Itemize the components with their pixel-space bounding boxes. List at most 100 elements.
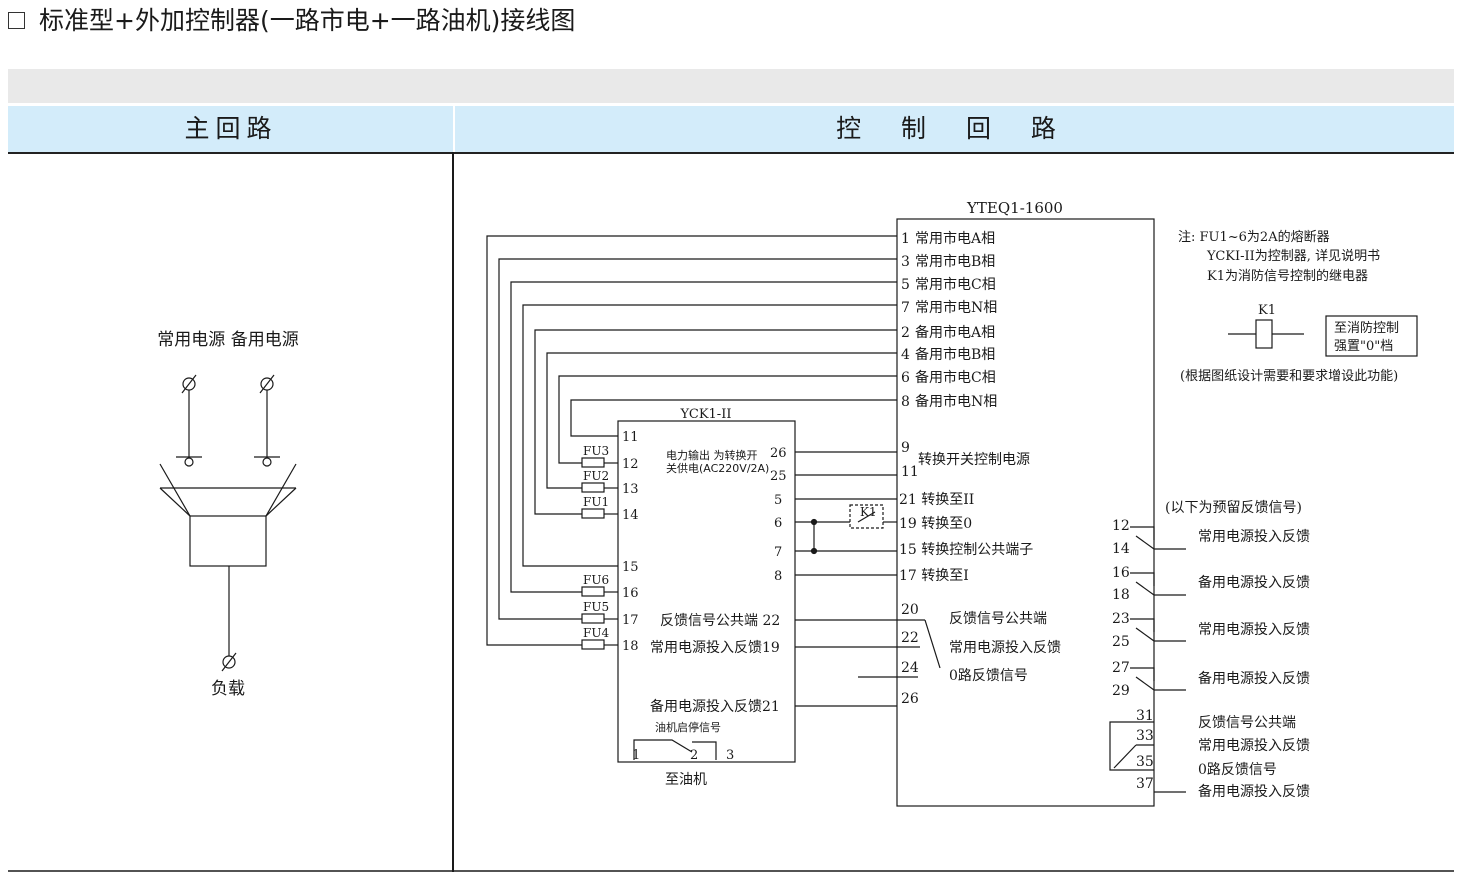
fb-bottom-num: 35 (1136, 754, 1154, 770)
yteq-fb-normal: 常用电源投入反馈 (949, 640, 1061, 656)
fb-num: 14 (1112, 541, 1130, 557)
k1-relay (849, 504, 884, 529)
fb-num: 27 (1112, 660, 1130, 676)
control-circuit-header: 控 制 回 路 (836, 114, 1072, 143)
fb-num: 12 (1112, 518, 1130, 534)
yteq-term-num: 2 (901, 325, 910, 341)
fuse-label: FU5 (583, 600, 609, 614)
yteq-ctrl-power: 转换开关控制电源 (918, 451, 1030, 468)
yck-term-r: 6 (774, 516, 782, 531)
yteq-term-label: 备用市电N相 (915, 393, 997, 410)
yteq-box (896, 218, 1155, 807)
yck-term: 16 (622, 586, 639, 601)
header-divider (453, 106, 455, 152)
main-source-label: 常用电源 备用电源 (157, 330, 298, 350)
yteq-fb-zero: 0路反馈信号 (949, 668, 1028, 684)
fuse-label: FU4 (583, 626, 609, 640)
k1-coil (1228, 315, 1418, 357)
yteq-to-ii: 21 转换至II (899, 491, 974, 508)
fb-num: 23 (1112, 611, 1130, 627)
yteq-to-i: 17 转换至I (899, 567, 969, 584)
yck-oil-term: 2 (690, 748, 698, 763)
note-fire-1: 至消防控制 (1334, 320, 1399, 336)
checkbox-icon (8, 11, 25, 29)
fb-bottom-label: 常用电源投入反馈 (1198, 738, 1310, 754)
fuse-label: FU6 (583, 573, 609, 587)
yteq-term-24: 24 (901, 660, 919, 676)
page-title-text: 标准型+外加控制器(一路市电+一路油机)接线图 (39, 6, 576, 35)
oil-contact (633, 739, 717, 760)
yteq-term-num: 3 (901, 254, 910, 270)
yck-to-oil: 至油机 (665, 772, 707, 788)
yteq-term-num: 5 (901, 277, 910, 293)
fuse-label: FU1 (583, 495, 609, 509)
yteq-term-label: 常用市电A相 (915, 230, 995, 247)
relay-label: K1 (860, 505, 877, 519)
note-line-3: K1为消防信号控制的继电器 (1207, 268, 1368, 284)
yck-power-out-2: 关供电(AC220V/2A) (666, 461, 769, 475)
yteq-term-num: 4 (901, 347, 910, 363)
main-load-label: 负载 (211, 679, 245, 699)
fuse-label: FU3 (583, 444, 609, 458)
note-k1: K1 (1258, 303, 1276, 318)
yteq-term-9: 9 (901, 440, 910, 456)
yck-term: 13 (622, 482, 639, 497)
yteq-term-26: 26 (901, 691, 919, 707)
note-line-1: 注: FU1~6为2A的熔断器 (1178, 229, 1330, 245)
fb-label: 常用电源投入反馈 (1198, 622, 1310, 638)
yteq-feedback-contacts (858, 619, 941, 678)
fb-label: 备用电源投入反馈 (1198, 574, 1310, 591)
k1-contact (857, 511, 876, 523)
yck-term: 18 (622, 639, 639, 654)
fb-num: 16 (1112, 565, 1130, 581)
yck-power-out: 电力输出 为转换开 (666, 448, 758, 462)
fb-num: 29 (1112, 683, 1130, 699)
fuses (581, 457, 618, 650)
fb-bottom-label: 反馈信号公共端 (1198, 715, 1296, 731)
yteq-term-label: 常用市电B相 (915, 253, 995, 270)
yck-term-r: 7 (774, 545, 782, 560)
yteq-term-num: 1 (901, 231, 910, 247)
main-circuit-schematic (159, 374, 297, 672)
fb-bottom-num: 31 (1136, 708, 1154, 724)
bottom-feedback-contacts (1109, 721, 1186, 793)
top-band (8, 69, 1454, 103)
fuse-label: FU2 (583, 469, 609, 483)
fb-num: 18 (1112, 587, 1130, 603)
yteq-term-label: 常用市电N相 (915, 299, 997, 316)
yteq-term-11: 11 (901, 464, 919, 480)
page-title: 标准型+外加控制器(一路市电+一路油机)接线图 (8, 4, 575, 38)
yck-term: 12 (622, 457, 639, 472)
junction-dot (810, 547, 818, 555)
yteq-term-label: 备用市电B相 (915, 346, 995, 363)
junction-dot (810, 518, 818, 526)
fb-bottom-num: 37 (1136, 776, 1154, 792)
note-line-2: YCKI-II为控制器, 详见说明书 (1206, 249, 1380, 264)
yteq-fb-common: 反馈信号公共端 (949, 611, 1047, 627)
main-circuit-header: 主回路 (184, 114, 278, 143)
yck-title: YCK1-II (680, 407, 732, 422)
reserved-label: (以下为预留反馈信号) (1165, 500, 1302, 516)
yck-fb-normal: 常用电源投入反馈19 (650, 640, 780, 656)
yteq-to-zero: 19 转换至0 (899, 515, 972, 532)
yteq-term-label: 备用市电A相 (915, 324, 995, 341)
control-wires (795, 451, 897, 707)
note-optional: (根据图纸设计需要和要求增设此功能) (1180, 369, 1398, 384)
yck-term-r: 26 (770, 446, 787, 461)
yck-oil-term: 1 (632, 748, 640, 763)
fb-bottom-label: 备用电源投入反馈 (1198, 783, 1310, 800)
yck-oil-term: 3 (726, 748, 734, 763)
yck-term: 15 (622, 560, 639, 575)
reserved-feedback-contacts (1130, 526, 1186, 691)
fb-num: 25 (1112, 634, 1130, 650)
yck-term-r: 25 (770, 469, 787, 484)
yck-term-r: 5 (774, 493, 782, 508)
yck-fb-standby: 备用电源投入反馈21 (650, 698, 780, 715)
yck-term: 11 (622, 430, 639, 445)
yck-term-r: 8 (774, 569, 782, 584)
yck-oil-signal: 油机启停信号 (655, 720, 721, 734)
yteq-term-22: 22 (901, 630, 919, 646)
yteq-title: YTEQ1-1600 (966, 199, 1063, 217)
fb-bottom-num: 33 (1136, 728, 1154, 744)
